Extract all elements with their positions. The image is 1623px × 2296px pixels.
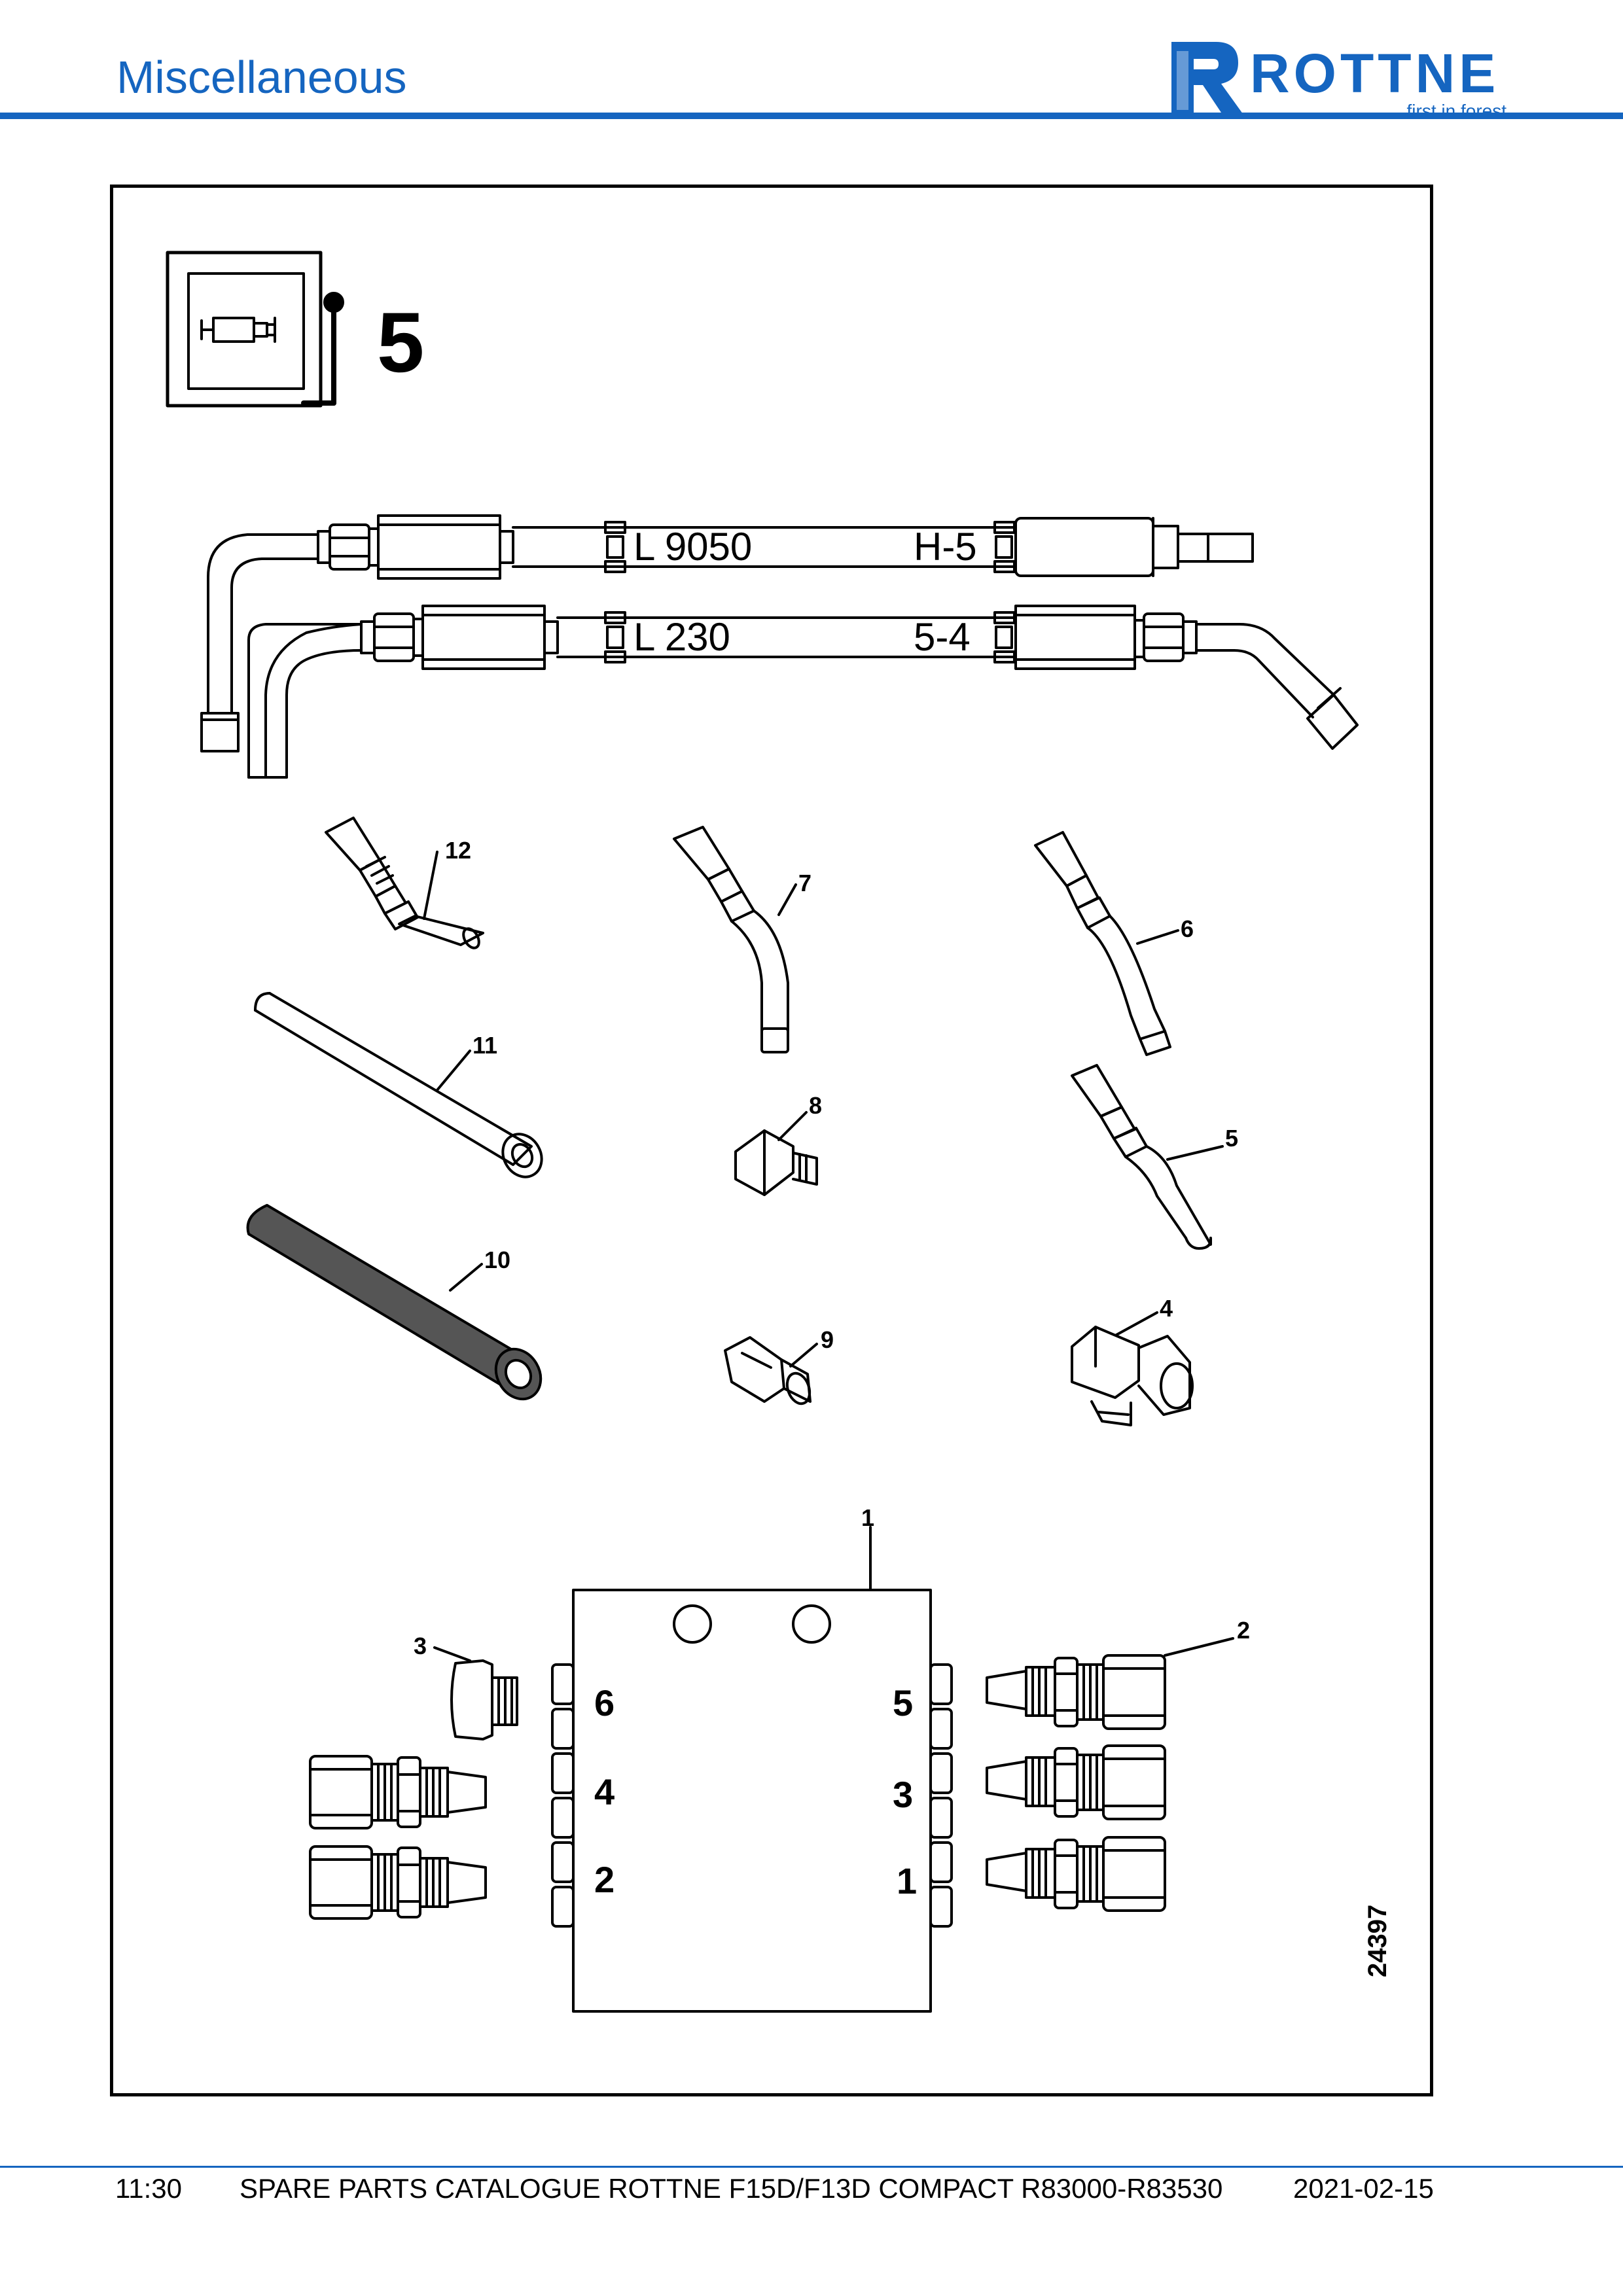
part-2-right-fitting-row-5 [986,1637,1234,1730]
drawing-frame [110,185,1433,2096]
left-fitting-row-4 [309,1755,487,1829]
hose-2-length: L 230 [633,615,730,659]
hose-1-code: H-5 [914,525,977,569]
hose-1-length: L 9050 [633,525,752,569]
part-3-port-plug [433,1646,518,1740]
left-fitting-row-2 [309,1845,487,1920]
footer-time: 11:30 [115,2173,182,2204]
drawing-number: 24397 [1363,1905,1392,1977]
rottne-logo: ROTTNE first in forest [1165,30,1518,120]
group-number: 5 [377,294,424,390]
callout-11: 11 [473,1032,497,1059]
header-rule [0,113,1623,119]
callout-5: 5 [1225,1125,1238,1152]
part-8-reducer [734,1111,818,1196]
port-label-1: 1 [897,1860,917,1901]
callout-10: 10 [484,1246,510,1273]
part-5-elbow-nipple [1071,1064,1224,1250]
hose-2 [247,605,1359,779]
callout-4: 4 [1160,1295,1173,1322]
right-fitting-row-3 [986,1744,1166,1820]
callout-7: 7 [798,870,812,896]
port-label-3: 3 [893,1774,913,1815]
part-1-distribution-block [572,1526,932,2013]
port-label-6: 6 [594,1682,615,1723]
hose-2-code: 5-4 [914,615,971,659]
part-12-straight-nipple [325,817,484,949]
callout-9: 9 [821,1326,834,1353]
block-port-bosses [551,1663,953,1928]
callout-2: 2 [1237,1617,1250,1644]
part-4-union-elbow [1071,1311,1194,1426]
port-label-5: 5 [893,1682,913,1723]
part-7-elbow-nipple [673,826,797,1053]
footer-date: 2021-02-15 [1293,2173,1434,2204]
group-icon [166,251,344,408]
callout-1: 1 [861,1504,874,1531]
callout-12: 12 [445,837,471,864]
part-6-45deg-nipple [1034,831,1179,1056]
logo-wordmark: ROTTNE [1250,43,1500,104]
page-title: Miscellaneous [116,52,407,103]
part-9-plug [724,1336,818,1405]
callout-8: 8 [809,1092,822,1119]
part-11-tube [254,992,543,1178]
callout-3: 3 [414,1633,427,1659]
port-label-2: 2 [594,1859,615,1900]
footer-rule [0,2166,1623,2168]
callout-6: 6 [1181,915,1194,942]
part-10-rubber-tube [246,1204,543,1401]
footer-title: SPARE PARTS CATALOGUE ROTTNE F15D/F13D C… [240,2173,1223,2204]
right-fitting-row-1 [986,1836,1166,1912]
hose-1 [200,514,1254,752]
parts-drawing: 5 L 9050 H-5 [166,251,1392,2013]
port-label-4: 4 [594,1771,615,1812]
rottne-logo-icon [1171,42,1245,116]
